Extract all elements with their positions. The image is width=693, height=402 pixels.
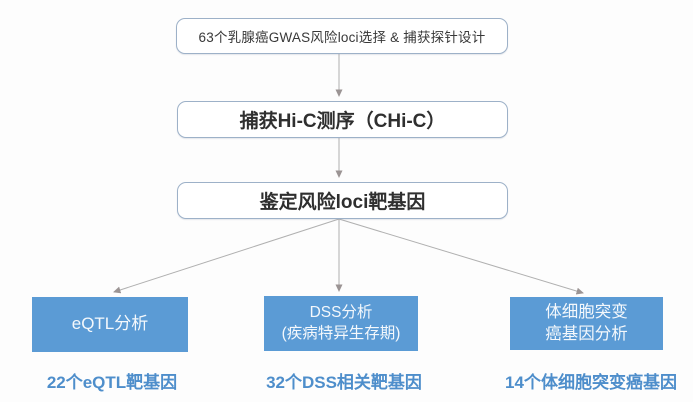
branch-box-line: 癌基因分析: [545, 324, 628, 343]
branch-box-eqtl-analysis: eQTL分析: [32, 297, 188, 352]
step-box-label: 63个乳腺癌GWAS风险loci选择 & 捕获探针设计: [198, 30, 486, 45]
branch-box-line: DSS分析: [309, 304, 373, 322]
branch-box-line: eQTL分析: [71, 314, 149, 334]
step-box-label: 捕获Hi-C测序（CHi-C）: [239, 111, 446, 132]
step-box-label: 鉴定风险loci靶基因: [259, 192, 426, 213]
result-label-dss-target-genes: 32个DSS相关靶基因: [266, 373, 422, 392]
result-label-eqtl-target-genes: 22个eQTL靶基因: [46, 373, 178, 392]
step-box-identify-target-genes: 鉴定风险loci靶基因: [177, 182, 508, 219]
branch-box-dss-analysis: DSS分析 (疾病特异生存期): [264, 296, 418, 351]
step-box-gwas-loci-selection: 63个乳腺癌GWAS风险loci选择 & 捕获探针设计: [176, 18, 508, 54]
branch-box-line: (疾病特异生存期): [281, 324, 401, 342]
arrow-step3-to-branch1: [113, 218, 340, 294]
arrow-step3-to-branch3: [338, 218, 584, 295]
branch-box-somatic-mutation-analysis: 体细胞突变 癌基因分析: [510, 297, 663, 350]
step-box-capture-hic-sequencing: 捕获Hi-C测序（CHi-C）: [177, 101, 508, 138]
result-label-somatic-mutation-genes: 14个体细胞突变癌基因: [505, 373, 677, 392]
branch-box-line: 体细胞突变: [545, 303, 628, 322]
